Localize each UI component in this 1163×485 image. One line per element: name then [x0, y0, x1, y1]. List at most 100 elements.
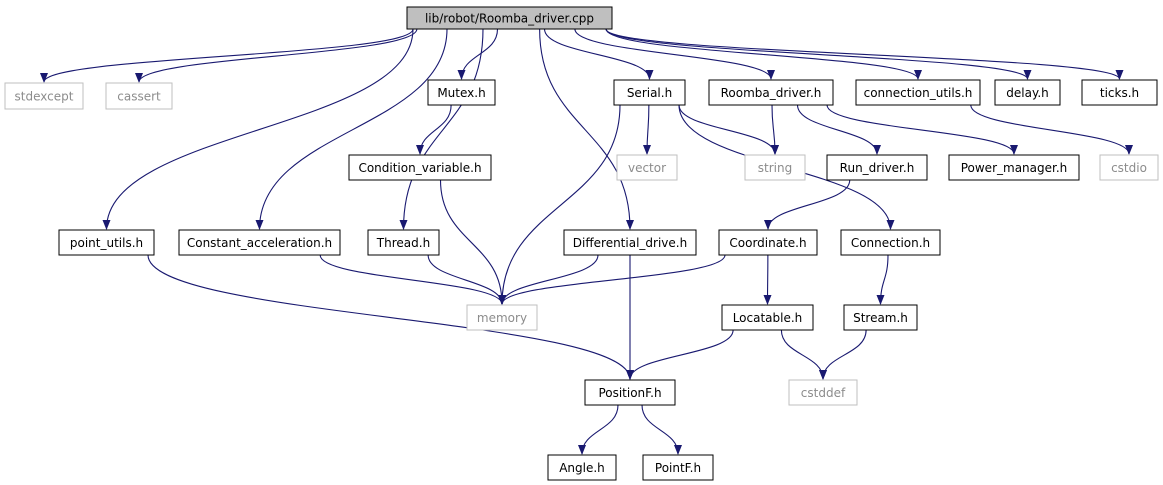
node-box: [1099, 154, 1159, 181]
edge-root-to-connutils: [605, 28, 922, 80]
node-pointf[interactable]: PointF.h: [642, 454, 714, 481]
node-box: [58, 229, 155, 256]
node-label: Mutex.h: [437, 86, 485, 100]
edge-stream-to-cstddef: [819, 329, 867, 380]
node-box: [721, 304, 814, 331]
node-label: Thread.h: [376, 236, 430, 250]
node-label: string: [758, 161, 792, 175]
node-label: PointF.h: [655, 461, 701, 475]
node-mutex[interactable]: Mutex.h: [427, 79, 496, 106]
node-box: [1081, 79, 1158, 106]
edge-connection-to-stream: [876, 254, 889, 305]
node-box: [547, 454, 617, 481]
node-connutils[interactable]: connection_utils.h: [855, 79, 981, 106]
node-box: [348, 154, 492, 181]
node-serial[interactable]: Serial.h: [613, 79, 686, 106]
node-string[interactable]: string: [744, 154, 806, 181]
node-angle[interactable]: Angle.h: [547, 454, 617, 481]
node-memory[interactable]: memory: [466, 304, 538, 331]
edge-locatable-to-positionf: [626, 329, 734, 380]
node-label: Differential_drive.h: [573, 236, 687, 250]
node-box: [948, 154, 1080, 181]
node-label: Stream.h: [853, 311, 908, 325]
node-box: [708, 79, 834, 106]
node-delay[interactable]: delay.h: [994, 79, 1061, 106]
node-root[interactable]: lib/robot/Roomba_driver.cpp: [406, 6, 613, 30]
node-stdexcept[interactable]: stdexcept: [4, 82, 84, 110]
node-connection[interactable]: Connection.h: [840, 229, 941, 256]
node-power[interactable]: Power_manager.h: [948, 154, 1080, 181]
edge-root-to-diffdrive: [539, 28, 634, 230]
edge-roombah-to-power: [826, 104, 1018, 155]
node-label: PositionF.h: [598, 386, 661, 400]
edge-root-to-serial: [543, 28, 654, 80]
node-condvar[interactable]: Condition_variable.h: [348, 154, 492, 181]
edge-condvar-to-memory: [439, 179, 506, 305]
node-label: ticks.h: [1100, 86, 1139, 100]
node-rundriver[interactable]: Run_driver.h: [826, 154, 928, 181]
node-box: [427, 79, 496, 106]
edge-serial-to-memory: [498, 104, 621, 305]
node-label: delay.h: [1006, 86, 1049, 100]
node-cstdio[interactable]: cstdio: [1099, 154, 1159, 181]
edge-root-to-constacc: [255, 28, 448, 230]
edge-locatable-to-cstddef: [780, 329, 827, 380]
node-positionf[interactable]: PositionF.h: [584, 379, 676, 406]
edge-positionf-to-angle: [578, 404, 619, 455]
node-box: [105, 82, 173, 110]
node-coordinate[interactable]: Coordinate.h: [718, 229, 818, 256]
node-label: Roomba_driver.h: [721, 86, 822, 100]
node-box: [718, 229, 818, 256]
node-label: Run_driver.h: [840, 161, 915, 175]
nodes-layer: lib/robot/Roomba_driver.cpp stdexcept cass…: [4, 6, 1159, 481]
edge-positionf-to-pointf: [641, 404, 682, 455]
edge-serial-to-string: [678, 104, 779, 155]
node-box: [994, 79, 1061, 106]
edge-root-to-pointutils: [102, 28, 414, 230]
node-box: [616, 154, 678, 181]
node-box: [744, 154, 806, 181]
node-label: Constant_acceleration.h: [187, 236, 332, 250]
node-label: vector: [628, 161, 666, 175]
node-stream[interactable]: Stream.h: [843, 304, 918, 331]
node-label: Connection.h: [851, 236, 930, 250]
node-label: Serial.h: [627, 86, 672, 100]
node-box: [584, 379, 676, 406]
node-cstddef[interactable]: cstddef: [788, 379, 858, 406]
node-cassert[interactable]: cassert: [105, 82, 173, 110]
node-diffdrive[interactable]: Differential_drive.h: [563, 229, 697, 256]
edge-root-to-cassert: [135, 28, 418, 83]
node-label: Coordinate.h: [729, 236, 806, 250]
node-label: point_utils.h: [70, 236, 143, 250]
edge-constacc-to-memory: [319, 254, 506, 305]
edge-connutils-to-cstdio: [970, 104, 1133, 155]
node-roombah[interactable]: Roomba_driver.h: [708, 79, 834, 106]
node-box: [613, 79, 686, 106]
edge-roombah-to-string: [770, 104, 779, 155]
edge-roombah-to-rundriver: [796, 104, 881, 155]
node-vector[interactable]: vector: [616, 154, 678, 181]
edge-root-to-thread: [399, 28, 484, 230]
node-box: [826, 154, 928, 181]
edge-root-to-ticks: [605, 28, 1124, 80]
node-pointutils[interactable]: point_utils.h: [58, 229, 155, 256]
node-label: cstddef: [801, 386, 846, 400]
node-label: Power_manager.h: [961, 161, 1068, 175]
node-box: [843, 304, 918, 331]
node-label: connection_utils.h: [864, 86, 973, 100]
node-box: [4, 82, 84, 110]
node-constacc[interactable]: Constant_acceleration.h: [178, 229, 341, 256]
node-thread[interactable]: Thread.h: [367, 229, 440, 256]
node-locatable[interactable]: Locatable.h: [721, 304, 814, 331]
node-label: memory: [477, 311, 527, 325]
node-box: [855, 79, 981, 106]
node-box: [406, 6, 613, 30]
node-box: [840, 229, 941, 256]
edge-rundriver-to-coordinate: [764, 179, 851, 230]
node-ticks[interactable]: ticks.h: [1081, 79, 1158, 106]
node-label: stdexcept: [15, 90, 74, 104]
node-label: cstdio: [1111, 161, 1147, 175]
node-label: Condition_variable.h: [358, 161, 481, 175]
node-label: lib/robot/Roomba_driver.cpp: [425, 12, 594, 26]
